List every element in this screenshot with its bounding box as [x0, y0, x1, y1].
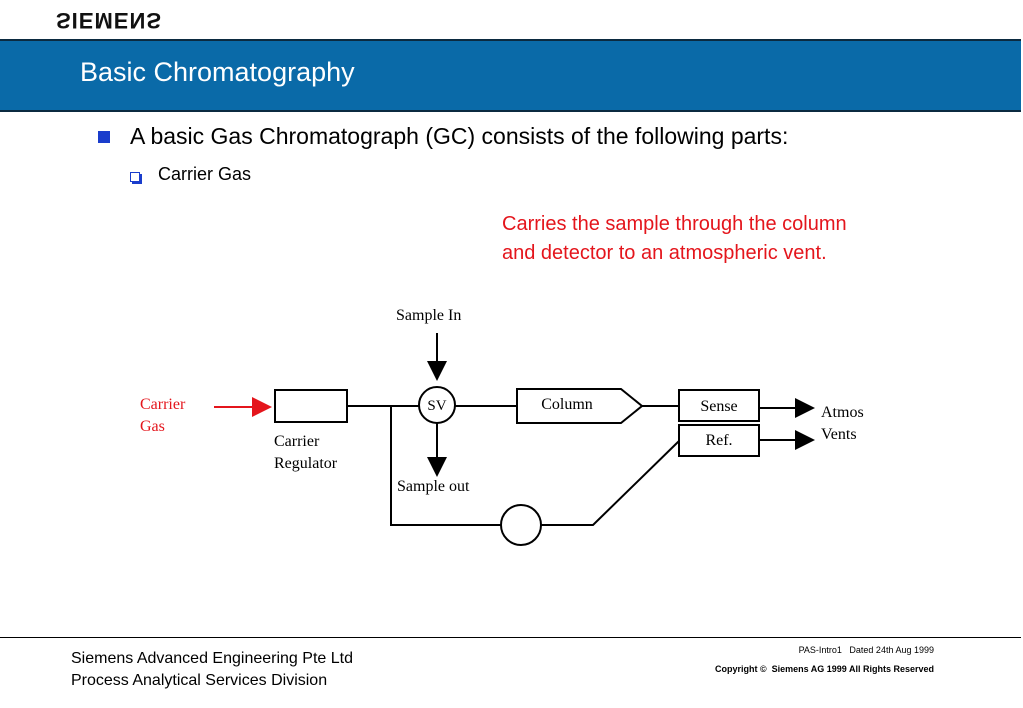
- footer-company: Siemens Advanced Engineering Pte Ltd: [71, 650, 353, 667]
- atmos-vents-label-2: Vents: [821, 426, 857, 443]
- reference-path-line: [390, 406, 502, 526]
- carrier-regulator-box: [274, 389, 348, 423]
- reference-restrictor-circle: [500, 504, 542, 546]
- sub-bullet-text: Carrier Gas: [158, 164, 252, 184]
- atmos-vents-label-1: Atmos: [821, 404, 864, 421]
- title-bar: Basic Chromatography: [0, 39, 1021, 112]
- bullet-square-icon: [98, 131, 110, 143]
- sv-label: SV: [427, 398, 446, 414]
- footer-ref: PAS-Intro1 Dated 24th Aug 1999: [798, 645, 934, 655]
- sample-in-label: Sample In: [396, 307, 461, 324]
- carrier-gas-label-1: Carrier: [140, 396, 186, 413]
- note-line-2: and detector to an atmospheric vent.: [502, 242, 827, 264]
- sample-out-label: Sample out: [397, 478, 470, 495]
- ref-label: Ref.: [705, 432, 732, 449]
- ref-box: [678, 424, 760, 457]
- carrier-regulator-label-1: Carrier: [274, 433, 320, 450]
- page-title: Basic Chromatography: [80, 57, 355, 87]
- sub-bullet-box-icon: [130, 172, 140, 182]
- carrier-gas-description: Carries the sample through the column an…: [502, 210, 847, 268]
- column-label: Column: [541, 396, 593, 413]
- column-shape: [516, 388, 644, 424]
- carrier-gas-label-2: Gas: [140, 418, 165, 435]
- sense-label: Sense: [700, 398, 737, 415]
- footer-divider: [0, 637, 1021, 638]
- sense-box: [678, 389, 760, 422]
- footer-left: Siemens Advanced Engineering Pte Ltd Pro…: [71, 648, 353, 692]
- footer-division: Process Analytical Services Division: [71, 672, 328, 689]
- main-bullet-text: A basic Gas Chromatograph (GC) consists …: [130, 123, 789, 149]
- circle-to-ref-line: [541, 440, 680, 526]
- carrier-regulator-label-2: Regulator: [274, 455, 338, 472]
- note-line-1: Carries the sample through the column: [502, 213, 847, 235]
- footer-copyright: Copyright © Siemens AG 1999 All Rights R…: [714, 664, 934, 674]
